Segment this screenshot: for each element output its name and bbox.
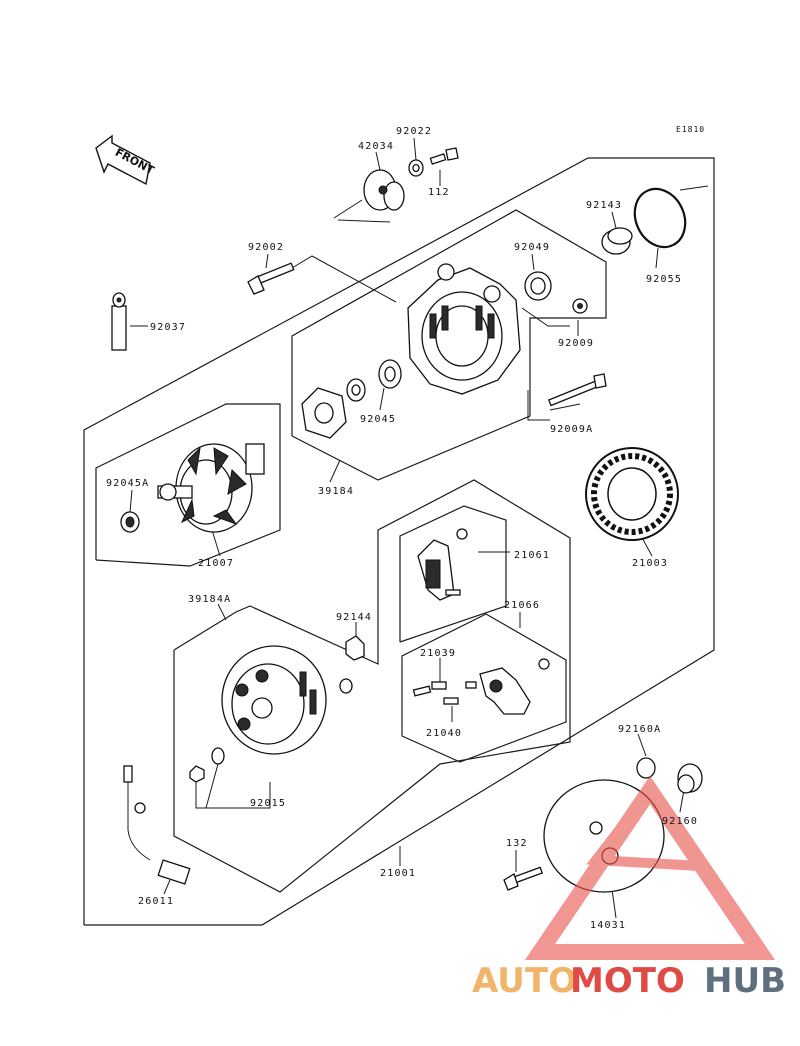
label-92160: 92160 (662, 816, 698, 827)
bushing-92160 (677, 763, 703, 794)
nut-housing-side (339, 678, 353, 694)
label-92009: 92009 (558, 338, 594, 349)
bearing-92045 (346, 359, 402, 402)
label-26011: 26011 (138, 896, 174, 907)
nuts-92015 (189, 747, 225, 783)
pulley-42034 (363, 169, 405, 211)
label-132: 132 (506, 838, 528, 849)
watermark-moto: MOTO (570, 961, 685, 1001)
front-housing-frame (173, 479, 571, 893)
label-92143: 92143 (586, 200, 622, 211)
o-ring-92055 (633, 187, 687, 249)
bolt-92002 (247, 262, 295, 295)
label-42034: 42034 (358, 141, 394, 152)
label-92049: 92049 (514, 242, 550, 253)
front-direction-arrow: FRONT (95, 134, 157, 186)
plate-39184 (301, 387, 347, 439)
label-39184A: 39184A (188, 594, 231, 605)
label-92002: 92002 (248, 242, 284, 253)
watermark-logo (524, 775, 776, 960)
bearing-92045A (120, 511, 140, 533)
nut-92144 (345, 635, 365, 661)
label-14031: 14031 (590, 920, 626, 931)
rotor-frame (95, 403, 281, 567)
rear-housing-frame (291, 209, 607, 481)
bolt-92009A (547, 373, 607, 407)
label-21003: 21003 (632, 558, 668, 569)
regulator-frame (401, 613, 567, 763)
brushes-21039-21040 (412, 681, 477, 705)
harness-26011 (123, 765, 191, 885)
rear-housing (407, 263, 521, 395)
rectifier-21061 (417, 528, 468, 601)
label-112: 112 (428, 187, 450, 198)
label-92045A: 92045A (106, 478, 149, 489)
label-21039: 21039 (420, 648, 456, 659)
stator-21003 (585, 447, 679, 541)
bearing-92049 (524, 271, 552, 301)
label-21040: 21040 (426, 728, 462, 739)
label-39184: 39184 (318, 486, 354, 497)
label-21066: 21066 (504, 600, 540, 611)
label-92009A: 92009A (550, 424, 593, 435)
label-92144: 92144 (336, 612, 372, 623)
rectifier-frame (399, 505, 507, 643)
bolt-112 (429, 147, 459, 165)
watermark-text: AUTO MOTO HUB (472, 961, 786, 1001)
label-92022: 92022 (396, 126, 432, 137)
bolt-92009 (572, 298, 588, 314)
bolt-132 (503, 866, 544, 891)
label-21061: 21061 (514, 550, 550, 561)
collar-92160A (636, 757, 656, 779)
label-92160A: 92160A (618, 724, 661, 735)
watermark-hub: HUB (704, 961, 786, 1001)
label-21007: 21007 (198, 558, 234, 569)
label-92055: 92055 (646, 274, 682, 285)
rotor-21007 (157, 443, 265, 533)
label-21001: 21001 (380, 868, 416, 879)
sleeve-92037 (111, 292, 127, 351)
diagram-code: E1810 (676, 125, 705, 134)
label-92037: 92037 (150, 322, 186, 333)
collar-92143 (601, 227, 633, 255)
main-assembly-frame (83, 157, 715, 926)
watermark-auto: AUTO (472, 961, 577, 1001)
label-92045: 92045 (360, 414, 396, 425)
label-92015: 92015 (250, 798, 286, 809)
part-labels: E1810 42034 92022 112 92143 92055 92002 … (106, 125, 705, 931)
regulator-21066 (479, 658, 550, 715)
front-housing (221, 645, 327, 755)
washer-92022 (408, 159, 424, 177)
